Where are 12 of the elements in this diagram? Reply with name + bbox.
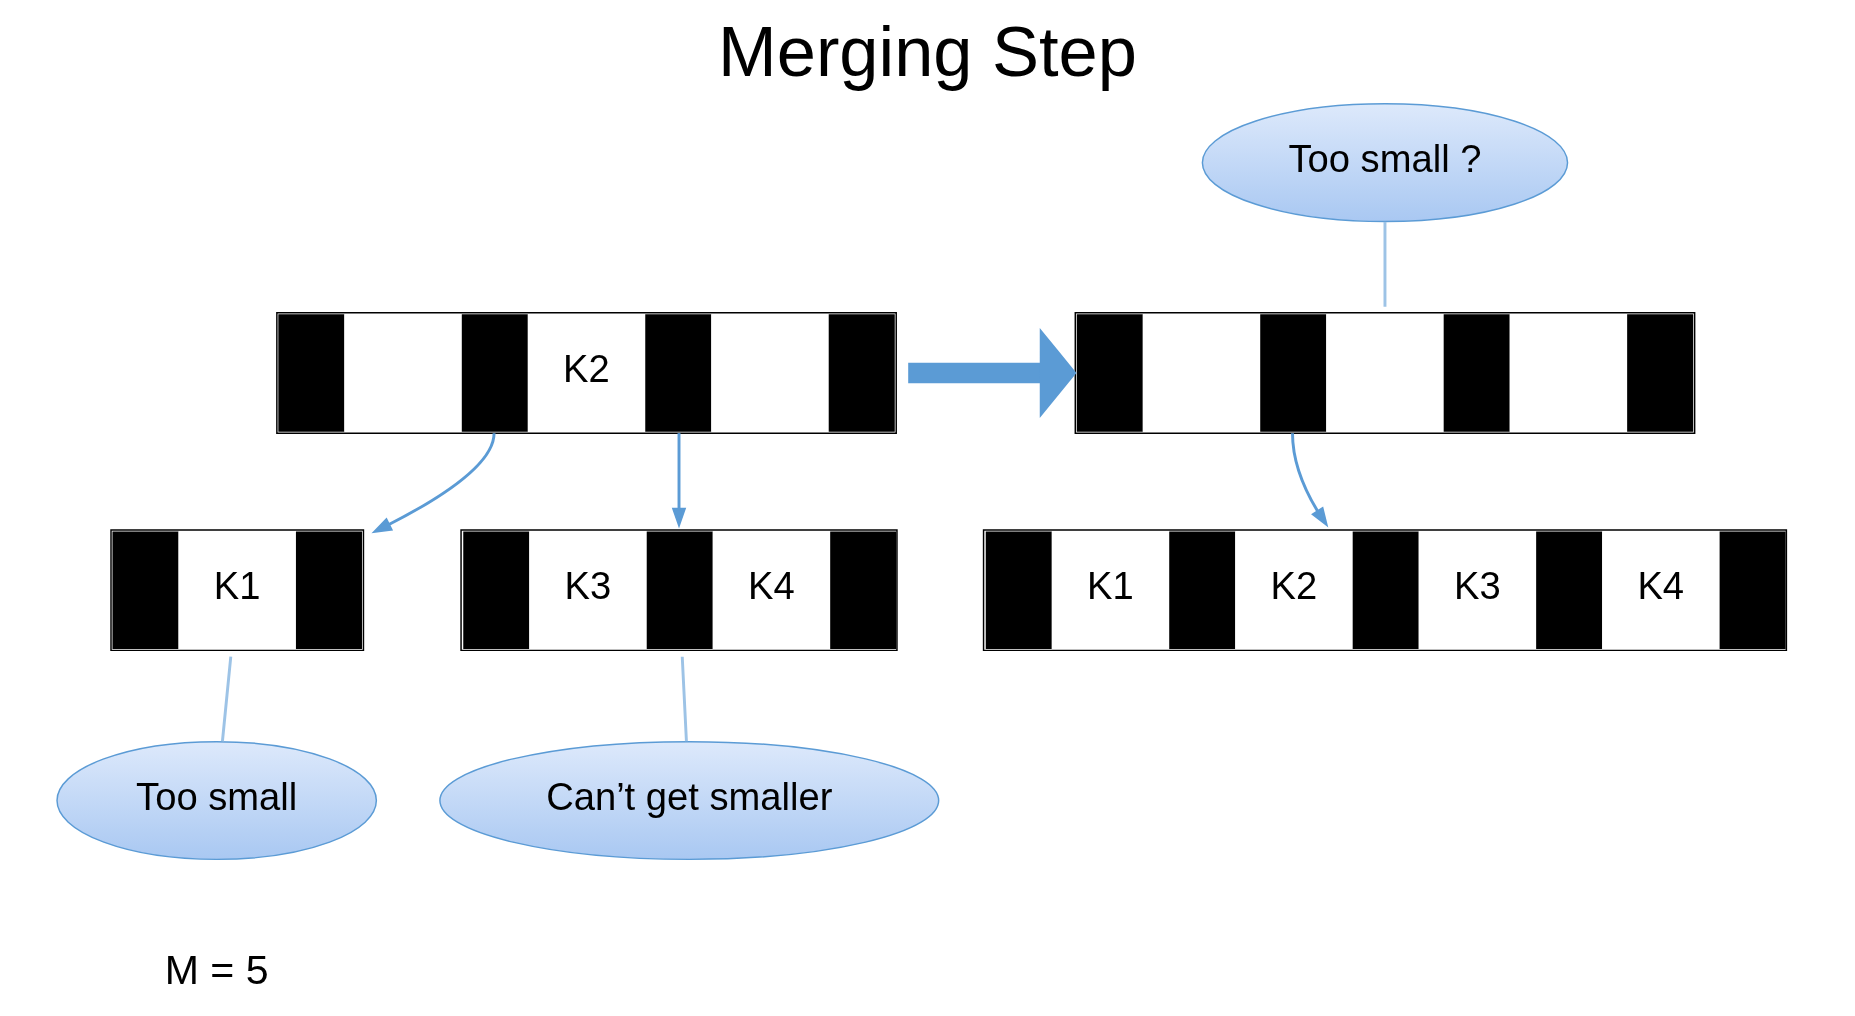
arrow — [671, 433, 687, 529]
arrow — [908, 327, 1077, 418]
node-ellipse: Can’t get smaller — [439, 740, 940, 861]
arrow — [1291, 433, 1329, 528]
connector — [680, 656, 688, 742]
node-ellipse: Too small — [56, 740, 378, 861]
connector — [220, 656, 233, 742]
arrow — [371, 432, 496, 534]
node-ellipse: Too small ? — [1201, 103, 1569, 223]
connector — [1383, 221, 1387, 307]
diagram-title: Merging Step — [718, 12, 1137, 92]
label: M = 5 — [164, 946, 269, 993]
